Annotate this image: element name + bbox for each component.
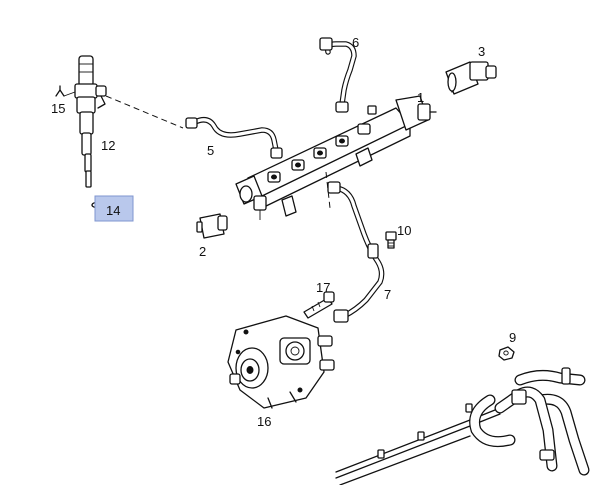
bolt-part-17[interactable]: [303, 291, 335, 319]
nut-part-9[interactable]: [498, 346, 515, 361]
fuel-hose-assembly[interactable]: [335, 367, 590, 485]
callout-5[interactable]: 5: [207, 143, 214, 158]
leader-line-rail-7: [325, 171, 331, 209]
callout-10[interactable]: 10: [397, 223, 411, 238]
callout-15[interactable]: 15: [51, 101, 65, 116]
pipe-part-6[interactable]: [319, 37, 357, 113]
pipe-part-7[interactable]: [327, 181, 385, 323]
callout-9[interactable]: 9: [509, 330, 516, 345]
pump-part-16[interactable]: [227, 315, 335, 409]
callout-7[interactable]: 7: [384, 287, 391, 302]
injector-part-12[interactable]: [74, 55, 107, 188]
clip-part-15[interactable]: [55, 85, 76, 97]
callout-16[interactable]: 16: [257, 414, 271, 429]
leader-line-12-5: [105, 95, 184, 129]
callout-3[interactable]: 3: [478, 44, 485, 59]
sensor-part-2[interactable]: [196, 213, 228, 239]
callout-2[interactable]: 2: [199, 244, 206, 259]
callout-highlight-14: [94, 195, 134, 222]
callout-6[interactable]: 6: [352, 35, 359, 50]
callout-17[interactable]: 17: [316, 280, 330, 295]
callout-12[interactable]: 12: [101, 138, 115, 153]
sensor-part-3[interactable]: [445, 61, 497, 95]
bolt-part-10[interactable]: [385, 231, 397, 249]
callout-14[interactable]: 14: [106, 203, 120, 218]
callout-1[interactable]: 1: [417, 90, 424, 105]
injector-pipe-part-5[interactable]: [185, 117, 283, 159]
fuel-rail-part-1[interactable]: [235, 95, 437, 220]
